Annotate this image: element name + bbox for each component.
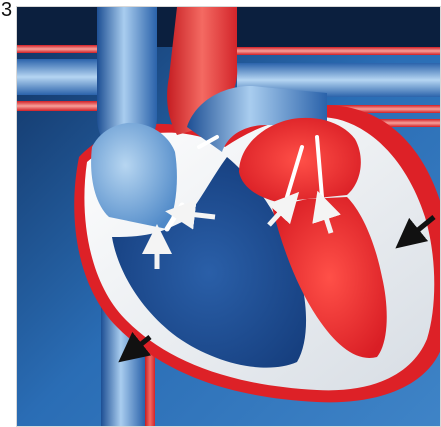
left-vessel-blue — [17, 59, 107, 95]
left-upper-vessel-red — [17, 45, 107, 53]
heart-diagram-svg — [17, 7, 441, 427]
right-upper-vessel-red — [217, 47, 441, 55]
left-lower-vessel-red — [17, 101, 97, 111]
figure-label: 3 — [1, 0, 12, 21]
heart-illustration — [16, 6, 441, 427]
